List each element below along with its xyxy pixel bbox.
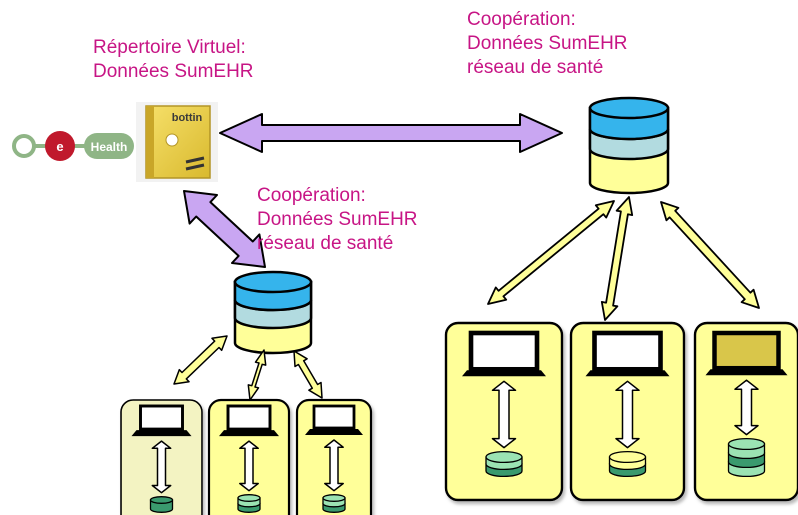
yellow-arrow-middle-to-site-c xyxy=(293,350,323,399)
label-cooperation-top-line-1: Coopération: xyxy=(467,9,576,30)
laptop-icon xyxy=(219,404,279,437)
local-database-icon xyxy=(149,496,174,513)
local-database-icon xyxy=(322,494,346,513)
purple-arrow-directory-to-local-db xyxy=(183,190,266,268)
site-panel-3 xyxy=(295,398,373,515)
label-cooperation-middle-line-3: réseau de santé xyxy=(257,233,394,254)
site-panel-1 xyxy=(120,399,203,515)
site-panel-4 xyxy=(444,321,564,502)
vertical-double-arrow xyxy=(491,380,517,449)
vertical-double-arrow xyxy=(734,379,759,436)
label-virtual-directory: Répertoire Virtuel: Données SumEHR xyxy=(93,36,254,84)
laptop-icon xyxy=(131,404,192,437)
laptop-icon xyxy=(585,330,670,377)
vertical-double-arrow xyxy=(615,380,640,449)
label-cooperation-top-line-2: Données SumEHR xyxy=(467,33,628,54)
local-database-icon xyxy=(237,494,261,513)
yellow-arrow-network-to-site-2 xyxy=(600,196,634,321)
label-virtual-directory-line-1: Répertoire Virtuel: xyxy=(93,37,246,58)
ehealth-logo: e Health xyxy=(12,131,134,161)
label-virtual-directory-line-2: Données SumEHR xyxy=(93,61,254,82)
laptop-icon xyxy=(462,330,546,377)
laptop-icon xyxy=(705,330,788,376)
ehealth-logo-letter: e xyxy=(56,139,63,154)
site-panel-5 xyxy=(569,321,686,502)
label-cooperation-middle-line-2: Données SumEHR xyxy=(257,209,418,230)
local-database-icon xyxy=(485,450,523,478)
yellow-arrow-middle-to-site-a xyxy=(173,335,228,385)
local-database-icon xyxy=(727,437,766,478)
label-cooperation-middle-line-1: Coopération: xyxy=(257,185,366,206)
yellow-arrow-network-to-site-1 xyxy=(487,200,615,305)
network-database-middle xyxy=(233,270,313,355)
label-cooperation-top-line-3: réseau de santé xyxy=(467,57,604,78)
ehealth-logo-word: Health xyxy=(91,140,128,154)
label-cooperation-middle: Coopération: Données SumEHR réseau de sa… xyxy=(257,184,418,256)
local-database-icon xyxy=(608,450,647,478)
network-database-top xyxy=(588,96,670,195)
vertical-double-arrow xyxy=(239,440,259,492)
laptop-icon xyxy=(305,404,363,435)
site-panel-2 xyxy=(207,398,291,515)
yellow-arrow-network-to-site-3 xyxy=(660,201,760,309)
vertical-double-arrow xyxy=(151,440,172,494)
site-panel-6 xyxy=(693,321,798,502)
purple-arrow-directory-to-network xyxy=(219,113,563,153)
label-cooperation-top: Coopération: Données SumEHR réseau de sa… xyxy=(467,8,628,80)
site-panels xyxy=(120,321,798,515)
directory-book-icon: bottin xyxy=(136,102,218,182)
book-title: bottin xyxy=(172,112,203,124)
yellow-arrow-middle-to-site-b xyxy=(247,349,267,401)
vertical-double-arrow xyxy=(324,439,344,492)
